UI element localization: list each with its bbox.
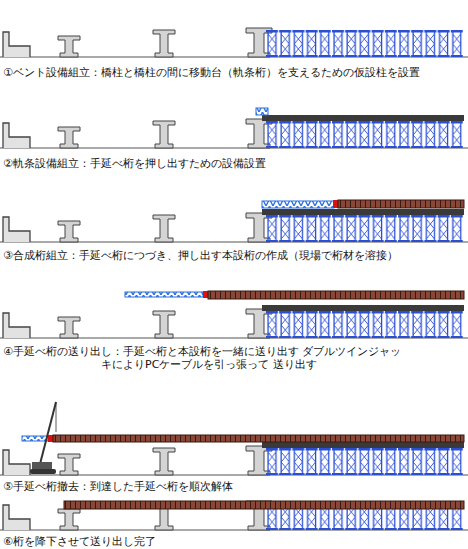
step-caption: ⑥桁を降下させて送り出し完了 [3, 535, 465, 548]
step-caption: ④手延べ桁の送り出し：手延べ桁と本設桁を一緒に送り出す ダブルツインジャッキによ… [3, 345, 403, 371]
step-caption: ③合成桁組立：手延べ桁につづき、押し出す本設桁の作成（現場で桁材を溶接） [3, 249, 465, 262]
step-caption: ②軌条設備組立：手延べ桁を押し出すための設備設置 [3, 157, 465, 170]
step-caption: ①ベント設備組立：橋柱と橋柱の間に移動台（軌条桁）を支えるための仮設柱を設置 [3, 66, 465, 79]
step-caption: ⑤手延べ桁撤去：到達した手延べ桁を順次解体 [3, 480, 465, 493]
